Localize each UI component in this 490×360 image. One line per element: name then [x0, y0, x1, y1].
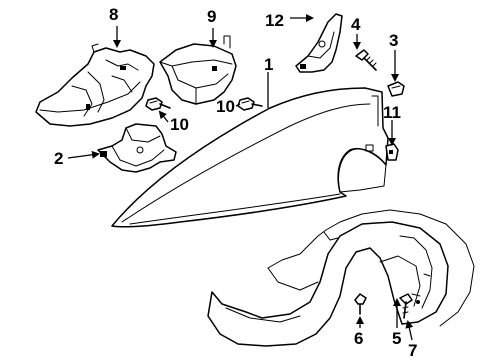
callout-1: 1 [264, 55, 273, 74]
screw-part [399, 293, 413, 319]
clip-10b-part [237, 97, 263, 111]
leader-2 [67, 150, 100, 159]
clip-part [387, 81, 405, 97]
callout-2: 2 [54, 149, 63, 168]
callout-5: 5 [392, 329, 401, 348]
callout-10a: 10 [170, 115, 189, 134]
bolt-part [355, 49, 377, 71]
callout-7: 7 [408, 341, 417, 360]
leader-10a [158, 110, 169, 123]
splash-shield-part [35, 43, 155, 127]
callout-11: 11 [383, 103, 401, 122]
callout-10b: 10 [216, 97, 235, 116]
upper-bracket-part [159, 35, 237, 105]
callout-3: 3 [389, 31, 398, 50]
leader-10b [235, 103, 241, 107]
mirror-trim-part [295, 13, 343, 73]
callout-4: 4 [351, 15, 361, 34]
bracket-part [97, 123, 177, 173]
callout-8: 8 [109, 5, 118, 24]
callout-labels: 8 9 12 4 3 1 2 10 10 11 5 6 7 [54, 5, 417, 360]
callout-9: 9 [207, 7, 216, 26]
clip-10a-part [145, 97, 171, 111]
leader-7 [405, 320, 414, 341]
leader-lines [67, 14, 414, 341]
inner-fender-liner-part [207, 209, 475, 347]
small-bracket-part [385, 143, 399, 161]
callout-12: 12 [265, 11, 284, 30]
push-clip-part [354, 293, 367, 315]
front-fender-part [111, 87, 389, 228]
callout-6: 6 [354, 329, 363, 348]
